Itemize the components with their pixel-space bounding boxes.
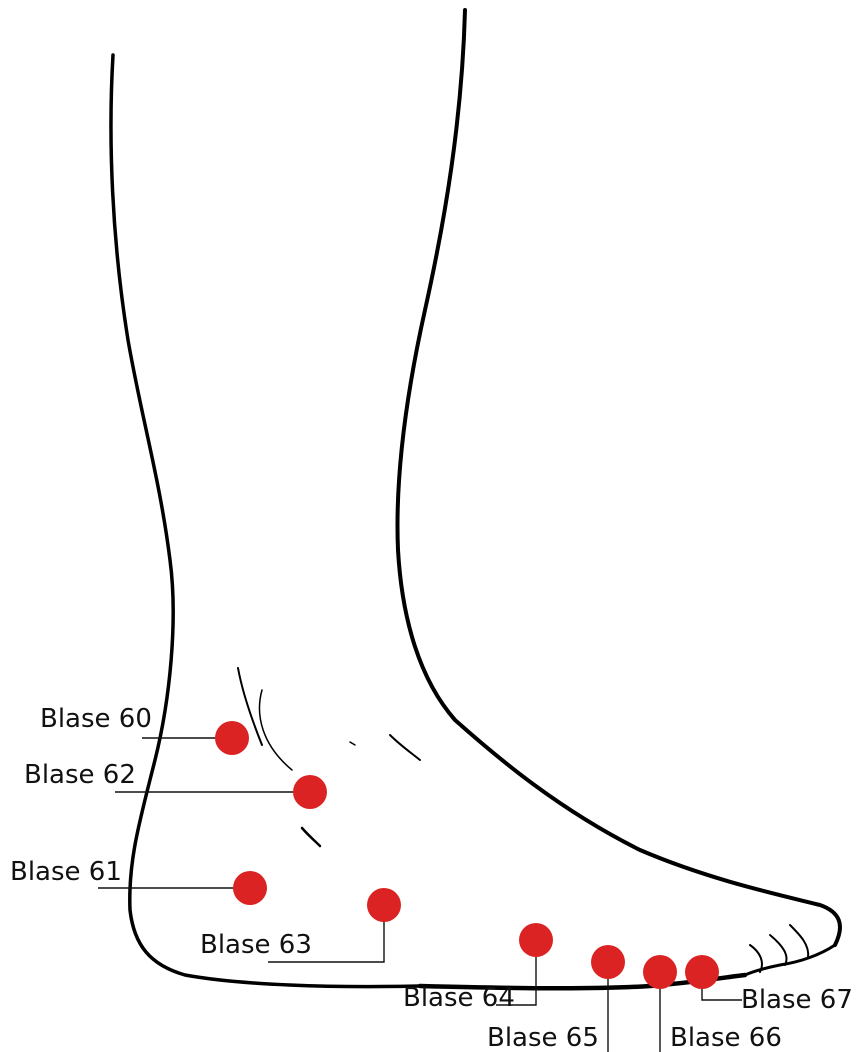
- label-bl65: Blase 65: [487, 1023, 599, 1052]
- ankle-detail-2: [260, 690, 292, 770]
- ankle-detail-3: [302, 828, 320, 846]
- label-bl64: Blase 64: [403, 983, 515, 1013]
- point-bl65: [591, 945, 625, 979]
- shin-line: [397, 10, 840, 945]
- label-bl63: Blase 63: [200, 930, 312, 960]
- point-bl67: [685, 955, 719, 989]
- leg-back-line: [111, 55, 420, 987]
- point-bl64: [519, 923, 553, 957]
- label-bl61: Blase 61: [10, 857, 122, 887]
- toe-detail-2: [770, 935, 787, 965]
- point-bl66: [643, 955, 677, 989]
- label-bl66: Blase 66: [670, 1023, 782, 1052]
- point-bl60: [215, 721, 249, 755]
- instep-detail-2: [350, 742, 355, 745]
- toe-detail-1: [790, 925, 808, 958]
- point-bl61: [233, 871, 267, 905]
- foot-outline: [111, 10, 840, 988]
- label-bl62: Blase 62: [24, 760, 136, 790]
- label-bl60: Blase 60: [40, 704, 152, 734]
- point-bl62: [293, 775, 327, 809]
- label-bl67: Blase 67: [741, 985, 853, 1015]
- toe-detail-3: [750, 945, 762, 972]
- toe-line: [745, 945, 835, 975]
- point-bl63: [367, 888, 401, 922]
- instep-detail-1: [390, 735, 420, 760]
